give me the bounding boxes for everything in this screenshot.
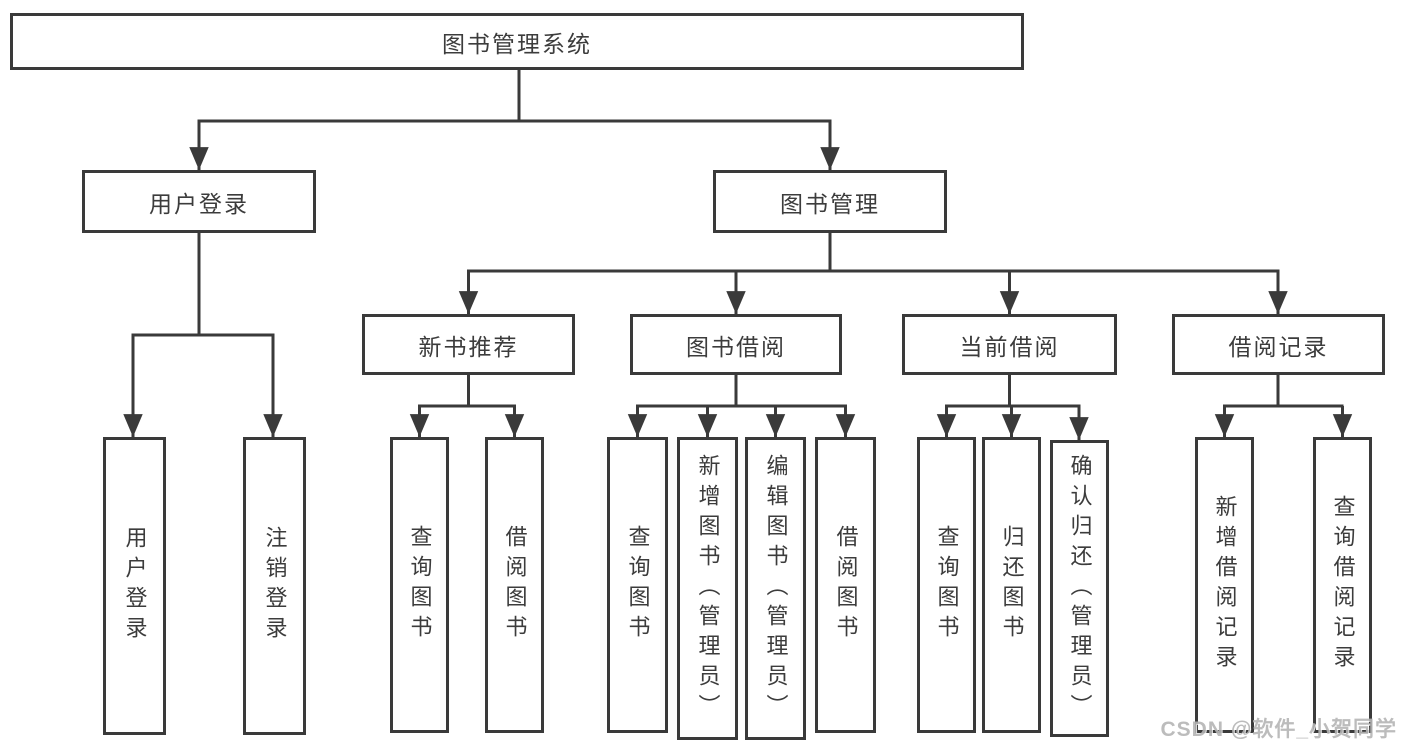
edge-root-to-level2: [189, 70, 840, 170]
edge-new-book-children: [409, 375, 525, 437]
leaf-edit-books-admin: 编辑图书（管理员）: [745, 437, 806, 740]
leaf-borrow-books-recommend: 借阅图书: [485, 437, 544, 733]
edge-current-borrowing-children: [936, 375, 1089, 440]
node-user-login: 用户登录: [82, 170, 316, 233]
leaf-user-login: 用户登录: [103, 437, 166, 735]
leaf-borrow-books: 借阅图书: [815, 437, 876, 733]
leaf-query-books-borrowing: 查询图书: [607, 437, 668, 733]
leaf-logout: 注销登录: [243, 437, 306, 735]
edge-borrow-record-children: [1214, 375, 1353, 437]
edge-book-mgmt-to-level3: [458, 233, 1288, 314]
node-root-system: 图书管理系统: [10, 13, 1024, 70]
csdn-watermark: CSDN @软件_小贺同学: [1160, 718, 1397, 741]
node-book-borrowing: 图书借阅: [630, 314, 842, 375]
edge-book-borrowing-children: [627, 375, 856, 437]
edge-user-login-children: [123, 233, 283, 437]
leaf-query-books-current: 查询图书: [917, 437, 976, 733]
node-current-borrowing: 当前借阅: [902, 314, 1117, 375]
node-borrowing-records: 借阅记录: [1172, 314, 1385, 375]
node-book-management: 图书管理: [713, 170, 947, 233]
leaf-query-borrow-record: 查询借阅记录: [1313, 437, 1372, 733]
node-new-book-recommendation: 新书推荐: [362, 314, 575, 375]
leaf-add-books-admin: 新增图书（管理员）: [677, 437, 738, 740]
leaf-return-books: 归还图书: [982, 437, 1041, 733]
leaf-add-borrow-record: 新增借阅记录: [1195, 437, 1254, 733]
leaf-confirm-return-admin: 确认归还（管理员）: [1050, 440, 1109, 737]
leaf-query-books-recommend: 查询图书: [390, 437, 449, 733]
